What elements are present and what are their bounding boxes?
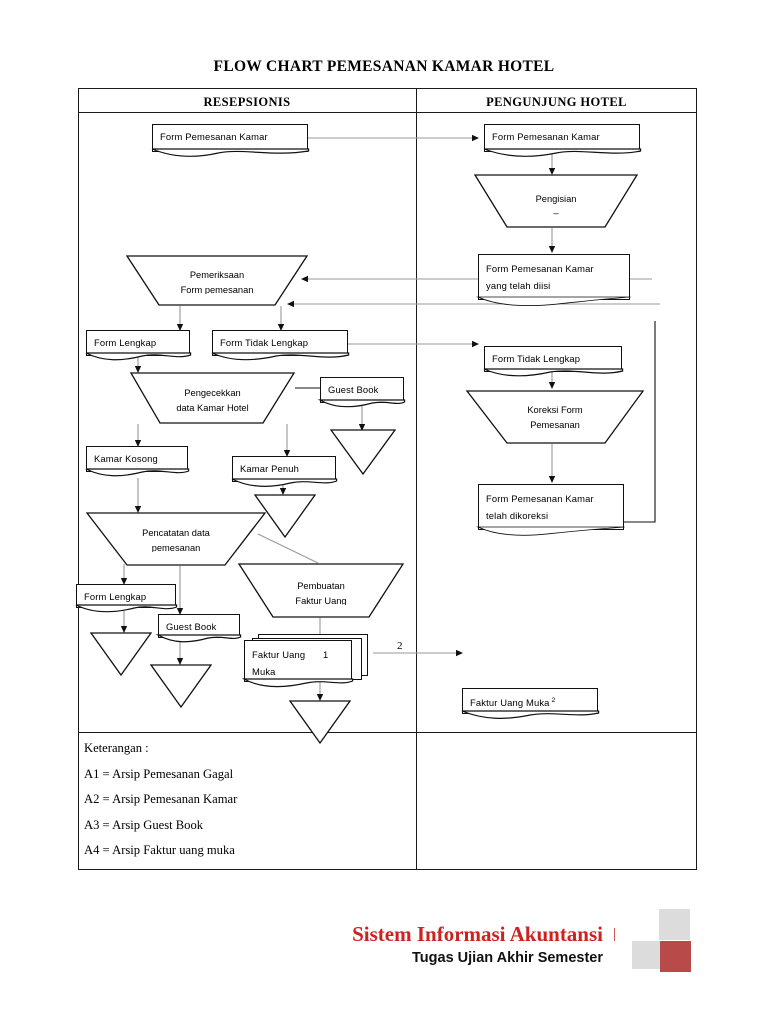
trapezoid-shape	[465, 390, 645, 444]
node-faktur-uang-muka-resepsionis[interactable]: Faktur Uang 1 Muka	[241, 640, 353, 688]
document-wave	[155, 634, 241, 643]
footer-subtitle: Tugas Ujian Akhir Semester	[412, 950, 603, 966]
node-kamar-kosong[interactable]: Kamar Kosong	[85, 446, 189, 477]
trapezoid-shape	[129, 372, 296, 424]
node-label: Form Pemesanan Kamar	[492, 131, 600, 142]
keterangan-block: Keterangan : A1 = Arsip Pemesanan Gagal …	[84, 736, 404, 864]
logo-square-bottom-right	[660, 941, 691, 972]
node-guest-book-1[interactable]: Guest Book	[317, 377, 405, 408]
logo	[632, 909, 692, 979]
column-divider	[416, 88, 417, 870]
document-wave	[75, 604, 177, 613]
document-wave	[241, 678, 353, 688]
header-divider	[78, 112, 697, 113]
node-label-line1: Form Pemesanan Kamar	[486, 493, 594, 504]
node-label: Form Lengkap	[84, 591, 147, 602]
page-title: FLOW CHART PEMESANAN KAMAR HOTEL	[213, 58, 555, 75]
node-pengisian[interactable]: Pengisian –	[473, 174, 639, 228]
column-header-pengunjung: PENGUNJUNG HOTEL	[486, 95, 627, 109]
node-koreksi-form-pemesanan[interactable]: Koreksi Form Pemesanan	[465, 390, 645, 444]
faktur-copy-superscript: 2	[551, 697, 556, 704]
node-label: Form Pemesanan Kamar	[160, 131, 268, 142]
document-wave	[317, 399, 405, 408]
chart-frame	[78, 88, 697, 870]
node-form-tidak-lengkap-resepsionis[interactable]: Form Tidak Lengkap	[211, 330, 349, 361]
keterangan-heading: Keterangan :	[84, 741, 149, 755]
node-form-lengkap-1[interactable]: Form Lengkap	[85, 330, 191, 361]
node-label-line1: Faktur Uang	[252, 649, 306, 660]
node-label: Guest Book	[166, 621, 217, 632]
node-pencatatan-data-pemesanan[interactable]: Pencatatan data pemesanan	[85, 512, 267, 566]
document-wave	[483, 368, 623, 377]
trapezoid-shape	[85, 512, 267, 566]
column-header-resepsionis: RESEPSIONIS	[203, 95, 291, 109]
footer-divider: |	[612, 926, 616, 942]
keterangan-item-a1: A1 = Arsip Pemesanan Gagal	[84, 766, 234, 781]
node-pengecekkan-data-kamar[interactable]: Pengecekkan data Kamar Hotel	[129, 372, 296, 424]
node-form-lengkap-2[interactable]: Form Lengkap	[75, 584, 177, 613]
node-form-pemesanan-kamar-resepsionis[interactable]: Form Pemesanan Kamar	[151, 124, 309, 157]
trapezoid-shape	[473, 174, 639, 228]
triangle-shape	[90, 632, 152, 676]
document-wave	[461, 710, 599, 719]
node-label: Form Lengkap	[94, 337, 157, 348]
document-wave	[151, 148, 309, 157]
node-label: Kamar Penuh	[240, 463, 299, 474]
node-guest-book-2[interactable]: Guest Book	[155, 614, 241, 643]
keterangan-divider	[78, 732, 697, 733]
archive-triangle-faktur-uang-muka[interactable]	[289, 700, 351, 744]
footer-title: Sistem Informasi Akuntansi	[352, 922, 603, 946]
triangle-shape	[289, 700, 351, 744]
connector-label-2: 2	[397, 640, 403, 652]
node-form-pemesanan-telah-diisi[interactable]: Form Pemesanan Kamar yang telah diisi	[475, 254, 631, 307]
node-label: Guest Book	[328, 384, 379, 395]
faktur-copy-number: 1	[323, 649, 329, 660]
archive-triangle-guest-book-1[interactable]	[330, 429, 396, 475]
node-kamar-penuh[interactable]: Kamar Penuh	[231, 456, 337, 487]
node-label: Form Tidak Lengkap	[220, 337, 309, 348]
node-label-line2: yang telah diisi	[486, 280, 551, 291]
node-label: Form Tidak Lengkap	[492, 353, 581, 364]
document-wave	[483, 148, 641, 157]
trapezoid-shape	[125, 255, 309, 306]
triangle-shape	[330, 429, 396, 475]
keterangan-item-a2: A2 = Arsip Pemesanan Kamar	[84, 792, 238, 806]
node-label: Faktur Uang Muka	[470, 697, 550, 709]
node-form-pemesanan-telah-dikoreksi[interactable]: Form Pemesanan Kamar telah dikoreksi	[475, 484, 625, 536]
keterangan-item-a3: A3 = Arsip Guest Book	[84, 817, 204, 832]
node-form-tidak-lengkap-pengunjung[interactable]: Form Tidak Lengkap	[483, 346, 623, 377]
document-wave	[85, 468, 189, 477]
triangle-shape	[150, 664, 212, 708]
trapezoid-shape	[237, 563, 405, 618]
node-form-pemesanan-kamar-pengunjung[interactable]: Form Pemesanan Kamar	[483, 124, 641, 157]
footer: Sistem Informasi Akuntansi | Tugas Ujian…	[0, 909, 768, 992]
node-label-line2: telah dikoreksi	[486, 510, 549, 521]
node-pembuatan-faktur-uang[interactable]: Pembuatan Faktur Uang	[237, 563, 405, 618]
archive-triangle-kamar-penuh[interactable]	[254, 494, 316, 538]
archive-triangle-guest-book-2[interactable]	[150, 664, 212, 708]
keterangan-item-a4: A4 = Arsip Faktur uang muka	[84, 843, 235, 857]
document-wave	[211, 352, 349, 361]
logo-square-bottom-left	[632, 941, 660, 969]
node-label: Kamar Kosong	[94, 453, 158, 464]
triangle-shape	[254, 494, 316, 538]
archive-triangle-form-lengkap-2[interactable]	[90, 632, 152, 676]
document-wave	[475, 296, 631, 307]
logo-square-top-right	[659, 909, 690, 940]
document-wave	[85, 352, 191, 361]
node-pemeriksaan-form-pemesanan[interactable]: Pemeriksaan Form pemesanan	[125, 255, 309, 306]
node-label-line2: Muka	[252, 666, 276, 677]
node-label-line1: Form Pemesanan Kamar	[486, 263, 594, 274]
document-wave	[475, 526, 625, 536]
document-wave	[231, 478, 337, 487]
